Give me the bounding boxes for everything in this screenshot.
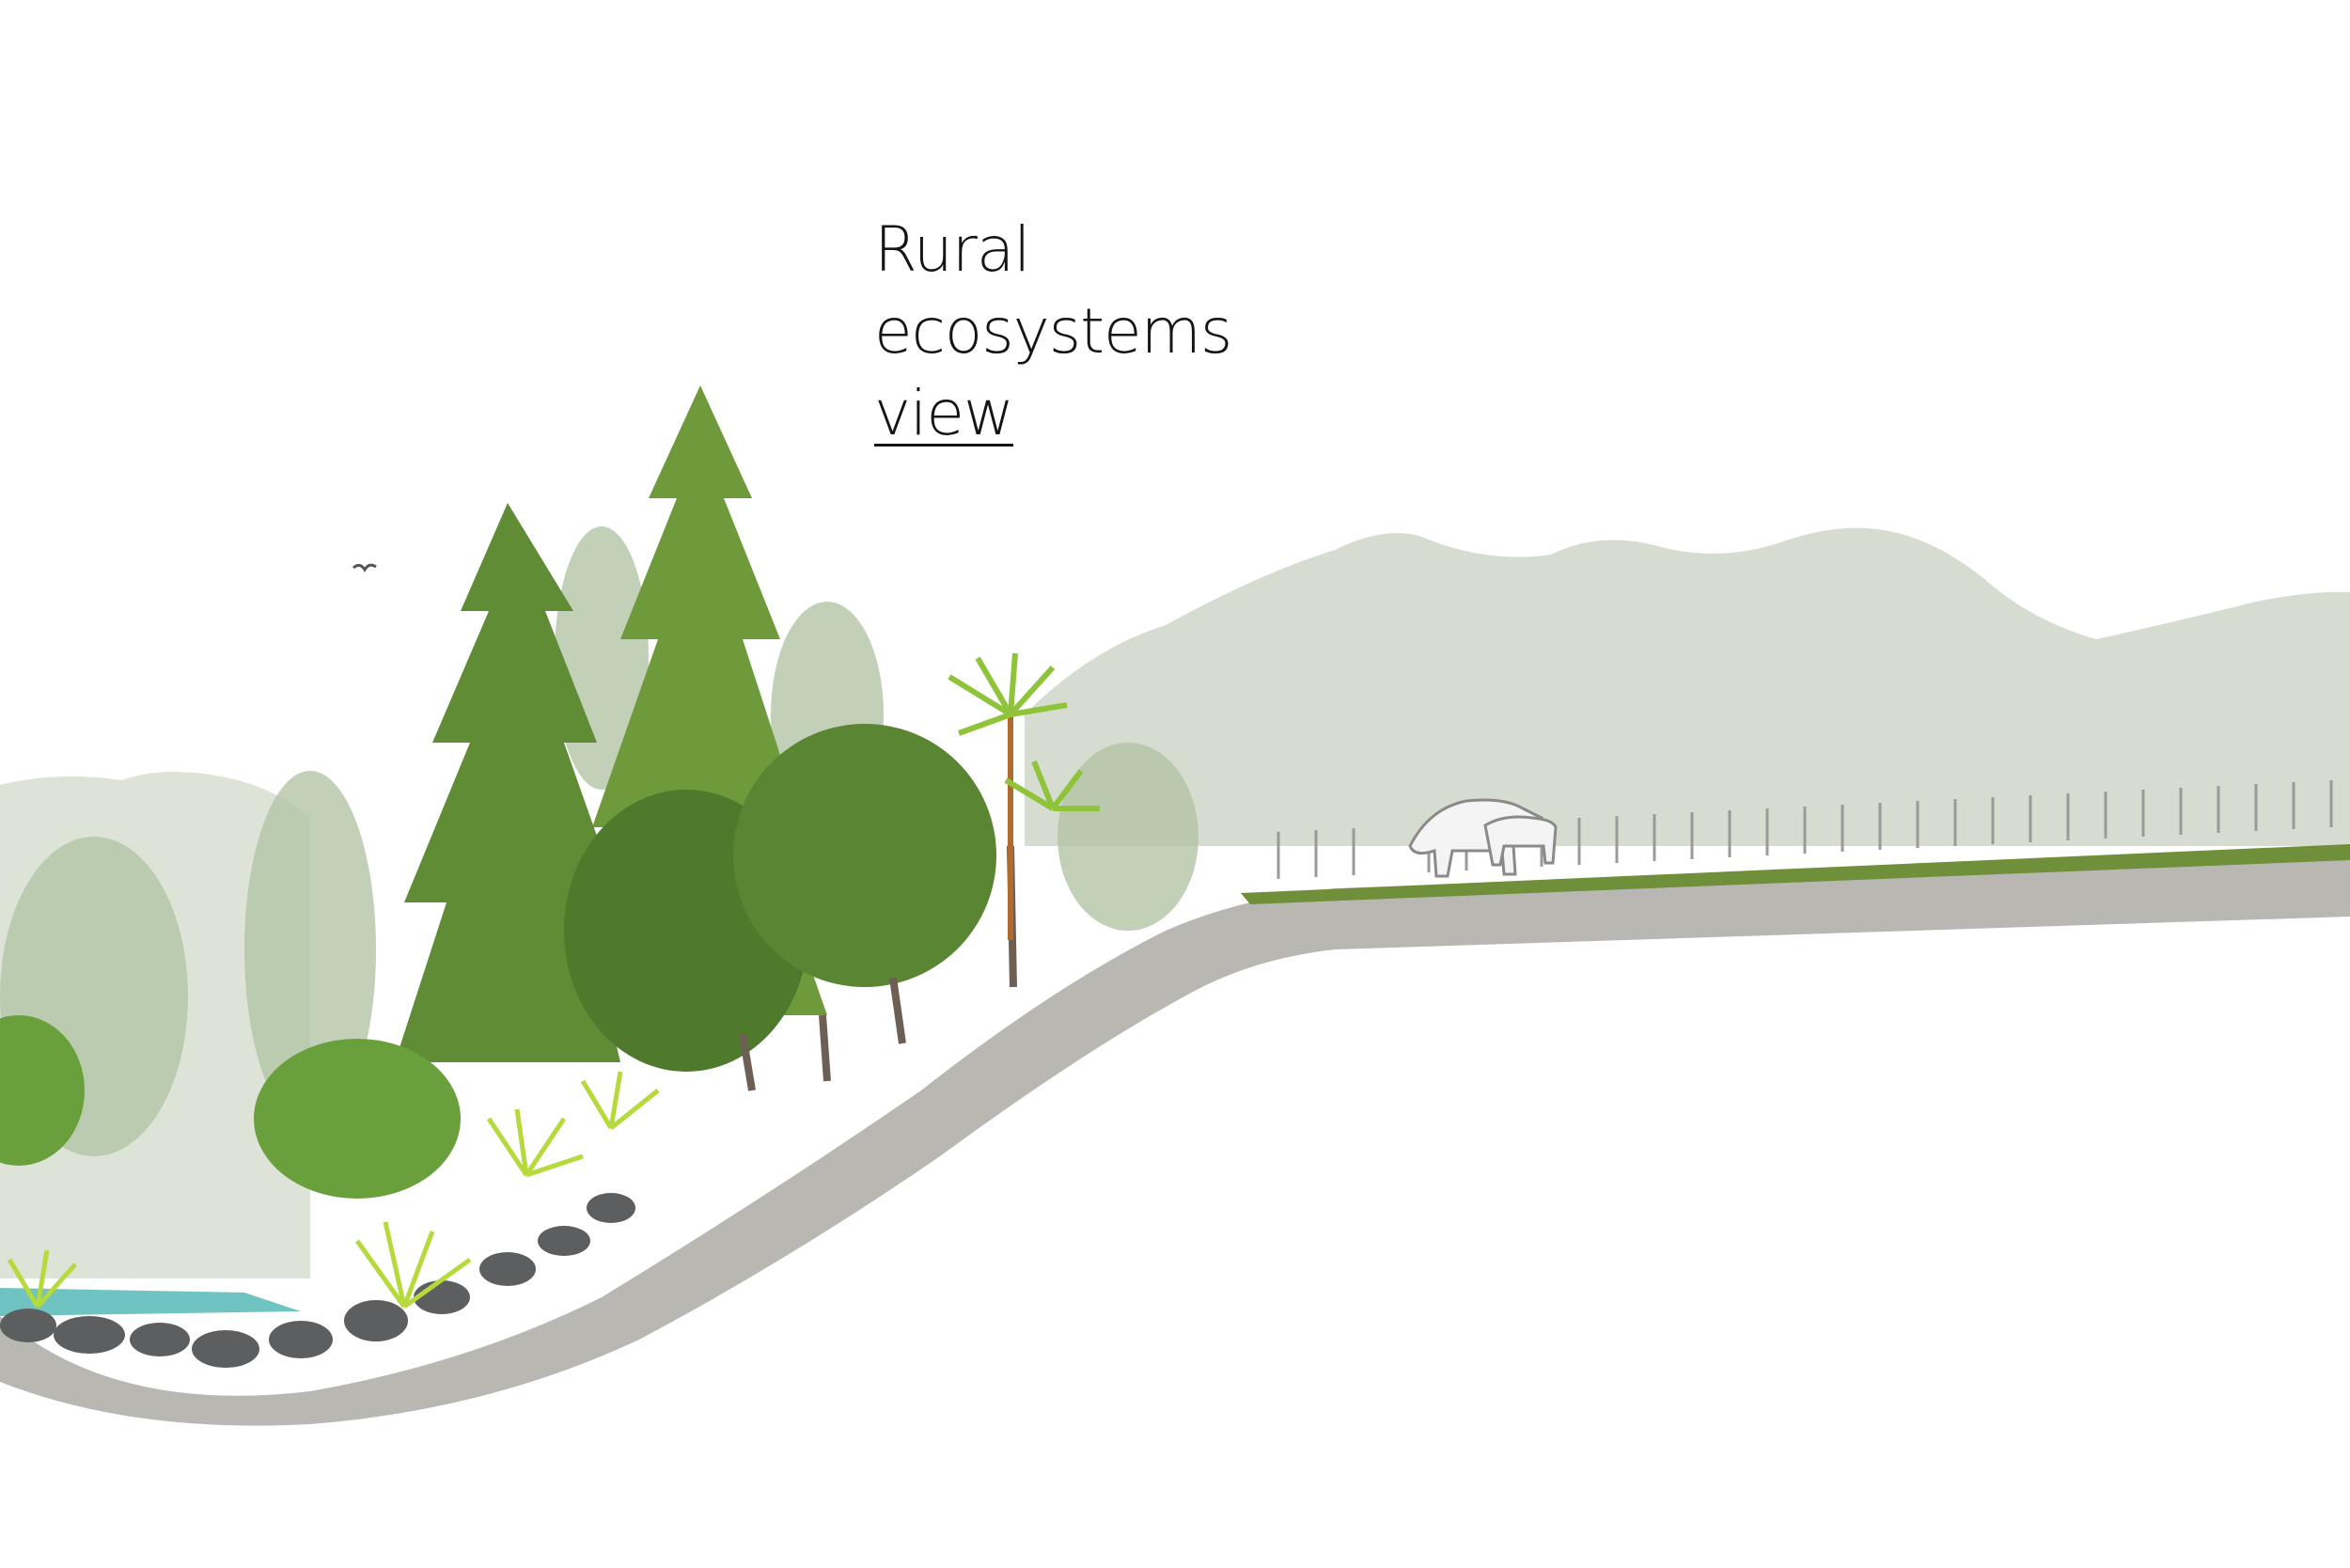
round-tree-mid xyxy=(733,724,996,987)
caption-line-1: Rural xyxy=(874,213,1031,286)
mountains-illustration xyxy=(1025,527,2350,846)
cabbage-tree-illustration xyxy=(948,652,1100,940)
bird-illustration xyxy=(352,563,377,572)
caption-line-2: ecosystems xyxy=(874,295,1232,368)
rocks-illustration xyxy=(0,1193,635,1368)
fern-illustration xyxy=(7,1071,660,1309)
shrub-edge xyxy=(0,1015,85,1166)
stream-illustration xyxy=(0,1288,301,1316)
caption: Rural ecosystems view xyxy=(874,209,1232,454)
cows-illustration xyxy=(1408,798,1558,878)
shrub-left xyxy=(254,1039,461,1199)
forest-illustration xyxy=(0,385,1100,1309)
grass-strip xyxy=(1241,844,2350,904)
left-conifer xyxy=(395,503,620,1062)
view-link[interactable]: view xyxy=(874,377,1014,449)
soil-slab xyxy=(0,851,2350,1426)
